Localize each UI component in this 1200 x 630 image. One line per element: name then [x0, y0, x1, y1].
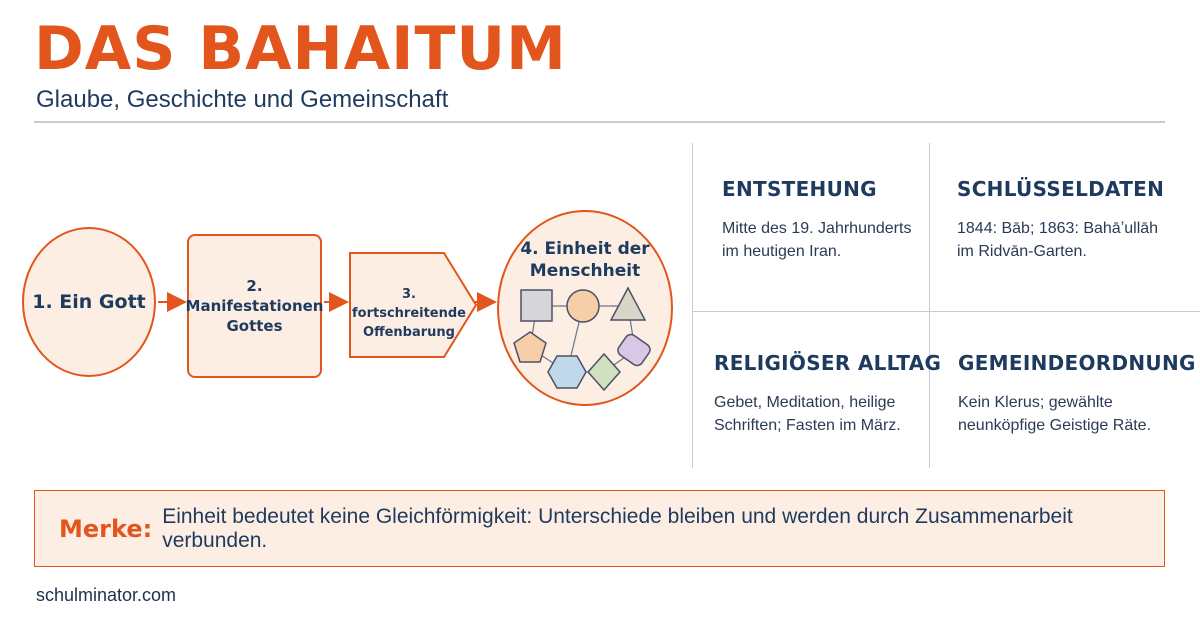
fact-religioeser-alltag: RELIGIÖSER ALLTAG Gebet, Meditation, hei…: [714, 351, 944, 437]
flow-diagram: 1. Ein Gott 2. Manifestationen Gottes 3.…: [0, 130, 690, 470]
fact-religioeser-alltag-line1: Gebet, Meditation, heilige: [714, 394, 896, 411]
square-icon: [520, 289, 553, 322]
fact-gemeindeordnung-line1: Kein Klerus; gewählte: [958, 394, 1113, 411]
fact-gemeindeordnung-text: Kein Klerus; gewählte neunköpfige Geisti…: [958, 391, 1188, 437]
step-ein-gott: 1. Ein Gott: [22, 227, 156, 377]
fact-schluesseldaten-heading: SCHLÜSSELDATEN: [957, 177, 1165, 201]
step-ein-gott-label: 1. Ein Gott: [32, 291, 146, 313]
rounded-rectangle-icon: [617, 333, 651, 367]
note-label: Merke:: [59, 514, 153, 543]
step-offenbarung-line1: 3. fortschreitende: [352, 287, 467, 321]
pentagon-icon: [513, 331, 547, 363]
fact-entstehung-text: Mitte des 19. Jahrhunderts im heutigen I…: [722, 217, 952, 263]
fact-schluesseldaten-line1: 1844: Bāb; 1863: Bahāʼullāh: [957, 220, 1159, 237]
step-einheit-line2: Menschheit: [529, 261, 641, 282]
step-einheit-line1: 4. Einheit der: [520, 239, 650, 259]
fact-gemeindeordnung: GEMEINDEORDNUNG Kein Klerus; gewählte ne…: [958, 351, 1196, 437]
footer-source: schulminator.com: [36, 585, 177, 605]
step-manifestationen-line1: 2. Manifestationen: [185, 276, 324, 315]
title-divider: [34, 121, 1165, 123]
fact-gemeindeordnung-heading: GEMEINDEORDNUNG: [958, 351, 1196, 375]
grid-divider-vertical: [929, 143, 930, 468]
grid-divider-left: [692, 143, 693, 468]
fact-entstehung-line2: im heutigen Iran.: [722, 243, 842, 261]
fact-religioeser-alltag-heading: RELIGIÖSER ALLTAG: [714, 351, 942, 375]
triangle-icon: [609, 286, 647, 321]
page-subtitle: Glaube, Geschichte und Gemeinschaft: [36, 86, 449, 113]
step-manifestationen: 2. Manifestationen Gottes: [185, 234, 324, 378]
fact-entstehung-heading: ENTSTEHUNG: [722, 177, 877, 201]
circle-icon: [566, 289, 600, 323]
note-text: Einheit bedeutet keine Gleichförmigkeit:…: [162, 504, 1073, 552]
fact-schluesseldaten-line2: im Ridvān-Garten.: [957, 243, 1087, 261]
step-manifestationen-line2: Gottes: [226, 317, 283, 336]
fact-entstehung: ENTSTEHUNG Mitte des 19. Jahrhunderts im…: [722, 177, 952, 263]
step-offenbarung-shape: [349, 252, 478, 358]
page-title: DAS BAHAITUM: [34, 14, 567, 84]
step-offenbarung-line2: Offenbarung: [363, 324, 455, 340]
step-offenbarung: 3. fortschreitende Offenbarung: [352, 286, 466, 343]
hexagon-icon: [547, 355, 587, 389]
diamond-icon: [586, 352, 622, 392]
fact-gemeindeordnung-line2: neunköpfige Geistige Räte.: [958, 417, 1152, 435]
fact-entstehung-line1: Mitte des 19. Jahrhunderts: [722, 220, 912, 237]
fact-schluesseldaten-text: 1844: Bāb; 1863: Bahāʼullāh im Ridvān-Ga…: [957, 217, 1187, 263]
grid-divider-horizontal: [692, 311, 1200, 312]
fact-religioeser-alltag-text: Gebet, Meditation, heilige Schriften; Fa…: [714, 391, 944, 437]
flow-arrows: [158, 292, 497, 312]
diverse-shapes-cluster: [513, 286, 651, 392]
fact-religioeser-alltag-line2: Schriften; Fasten im März.: [714, 417, 901, 435]
note-box: Merke: Einheit bedeutet keine Gleichförm…: [34, 490, 1165, 567]
facts-grid: ENTSTEHUNG Mitte des 19. Jahrhunderts im…: [692, 143, 1200, 468]
fact-schluesseldaten: SCHLÜSSELDATEN 1844: Bāb; 1863: Bahāʼull…: [957, 177, 1187, 263]
